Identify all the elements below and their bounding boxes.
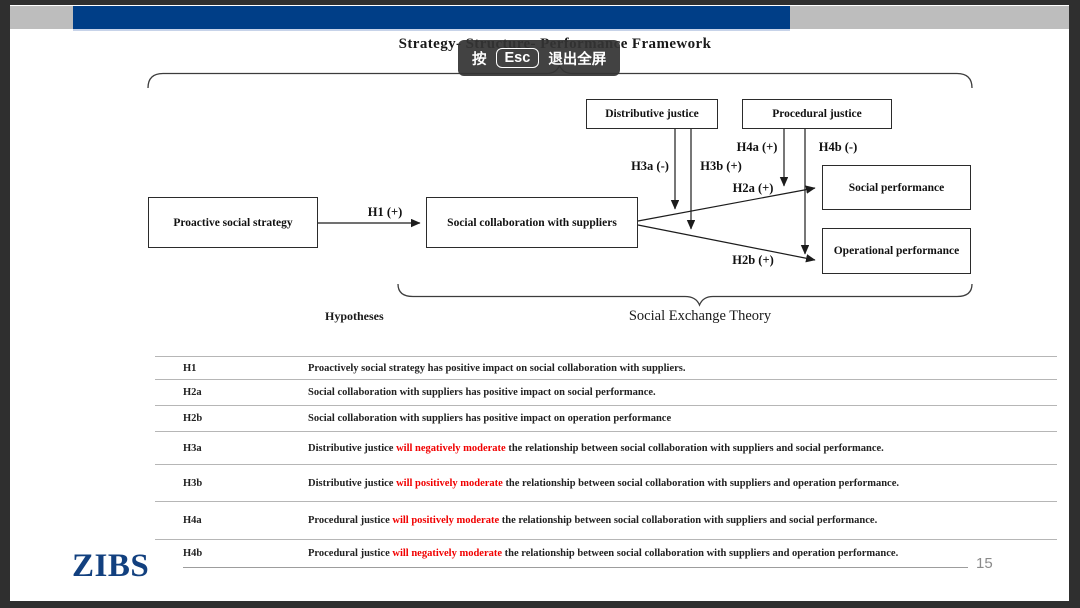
hypothesis-text: Procedural justice will positively moder… xyxy=(308,515,878,526)
social-exchange-theory-label: Social Exchange Theory xyxy=(628,308,772,324)
hypothesis-text: Distributive justice will negatively mod… xyxy=(308,442,884,454)
hypothesis-id: H2a xyxy=(183,387,202,398)
table-row: H3a Distributive justice will negatively… xyxy=(155,431,1057,464)
hypothesis-id: H4a xyxy=(183,515,202,526)
slide-accent-underline xyxy=(73,29,790,31)
hypotheses-table: H1 Proactively social strategy has posit… xyxy=(155,356,1057,567)
page-number: 15 xyxy=(976,555,993,572)
toast-press-text: 按 xyxy=(472,51,487,68)
box-social-performance: Social performance xyxy=(822,165,971,210)
edge-label-h1: H1 (+) xyxy=(367,205,403,219)
table-row: H1 Proactively social strategy has posit… xyxy=(155,356,1057,379)
fullscreen-toast: 按 Esc 退出全屏 xyxy=(458,40,621,76)
hypothesis-id: H3a xyxy=(183,442,202,454)
edge-label-h4b: H4b (-) xyxy=(818,140,858,154)
table-row: H4b Procedural justice will negatively m… xyxy=(155,539,1057,567)
edge-label-h3b: H3b (+) xyxy=(700,159,742,173)
zibs-logo: ZIBS xyxy=(72,548,150,584)
edge-label-h4a: H4a (+) xyxy=(736,140,778,154)
slide-accent-bar xyxy=(73,6,790,29)
hypothesis-id: H4b xyxy=(183,548,203,559)
hypothesis-text: Proactively social strategy has positive… xyxy=(308,362,686,374)
box-label: Procedural justice xyxy=(772,108,862,120)
box-proactive-social-strategy: Proactive social strategy xyxy=(148,197,318,248)
hypothesis-text: Social collaboration with suppliers has … xyxy=(308,387,656,398)
hypothesis-text: Distributive justice will positively mod… xyxy=(308,477,899,489)
box-label: Distributive justice xyxy=(605,108,699,120)
box-social-collaboration: Social collaboration with suppliers xyxy=(426,197,638,248)
table-row: H3b Distributive justice will positively… xyxy=(155,464,1057,501)
hypothesis-id: H1 xyxy=(183,362,197,374)
footer-rule xyxy=(183,567,968,568)
hypothesis-text: Procedural justice will negatively moder… xyxy=(308,548,899,559)
box-operational-performance: Operational performance xyxy=(822,228,971,274)
table-row: H4a Procedural justice will positively m… xyxy=(155,501,1057,539)
box-label: Social performance xyxy=(848,181,945,194)
hypotheses-heading: Hypotheses xyxy=(325,309,384,323)
table-row: H2a Social collaboration with suppliers … xyxy=(155,379,1057,405)
hypothesis-id: H2b xyxy=(183,413,203,424)
edge-label-h3a: H3a (-) xyxy=(631,159,669,173)
box-label: Proactive social strategy xyxy=(173,216,293,229)
hypothesis-text: Social collaboration with suppliers has … xyxy=(308,413,672,424)
edge-label-h2a: H2a (+) xyxy=(732,181,774,195)
esc-keycap: Esc xyxy=(495,48,540,68)
edge-label-h2b: H2b (+) xyxy=(732,253,774,267)
table-row: H2b Social collaboration with suppliers … xyxy=(155,405,1057,431)
box-label: Operational performance xyxy=(833,245,960,257)
box-procedural-justice: Procedural justice xyxy=(742,99,892,129)
toast-exit-text: 退出全屏 xyxy=(548,51,607,68)
box-distributive-justice: Distributive justice xyxy=(586,99,718,129)
box-label: Social collaboration with suppliers xyxy=(447,216,617,229)
hypothesis-id: H3b xyxy=(183,477,203,489)
